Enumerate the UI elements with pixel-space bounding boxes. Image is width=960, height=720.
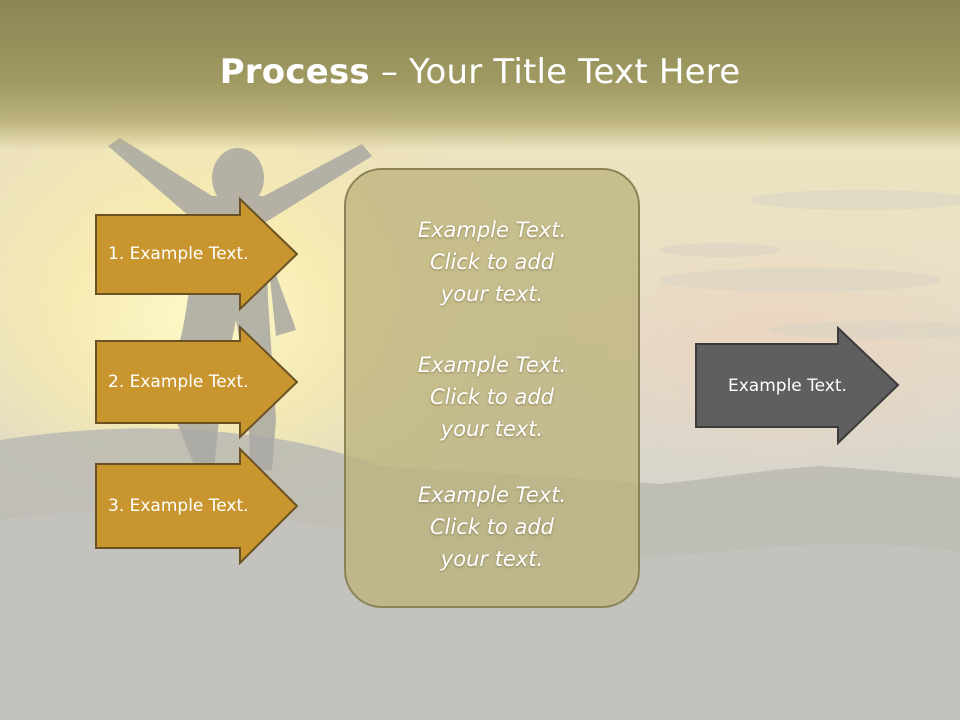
result-arrow[interactable]: Example Text. [695, 325, 901, 446]
arrow-shape [95, 324, 299, 440]
arrow-shape [695, 325, 900, 446]
center-text-block-3: Example Text. Click to add your text. [346, 479, 638, 575]
step-arrow-2-label: 2. Example Text. [108, 372, 249, 392]
block-1-line-2: Click to add [429, 250, 554, 274]
center-text-block-1: Example Text. Click to add your text. [346, 214, 638, 310]
result-arrow-label: Example Text. [728, 376, 847, 396]
clouds [660, 190, 960, 339]
block-1-line-1: Example Text. [417, 218, 567, 242]
title-rest: – Your Title Text Here [369, 52, 741, 92]
center-text-box[interactable]: Example Text. Click to add your text. Ex… [344, 168, 640, 608]
step-arrow-2[interactable]: 2. Example Text. [95, 324, 299, 440]
block-1-line-3: your text. [440, 282, 544, 306]
title-bold: Process [219, 52, 370, 92]
title-band [0, 0, 960, 150]
arrow-shape [95, 446, 299, 566]
block-2-line-3: your text. [440, 417, 544, 441]
block-2-line-2: Click to add [429, 385, 554, 409]
slide-title[interactable]: Process – Your Title Text Here [0, 52, 960, 92]
step-arrow-1[interactable]: 1. Example Text. [95, 196, 299, 312]
step-arrow-1-label: 1. Example Text. [108, 244, 249, 264]
block-3-line-1: Example Text. [417, 483, 567, 507]
block-3-line-3: your text. [440, 547, 544, 571]
block-2-line-1: Example Text. [417, 353, 567, 377]
step-arrow-3-label: 3. Example Text. [108, 496, 249, 516]
center-text-block-2: Example Text. Click to add your text. [346, 349, 638, 445]
arrow-shape [95, 196, 299, 312]
step-arrow-3[interactable]: 3. Example Text. [95, 446, 299, 566]
block-3-line-2: Click to add [429, 515, 554, 539]
